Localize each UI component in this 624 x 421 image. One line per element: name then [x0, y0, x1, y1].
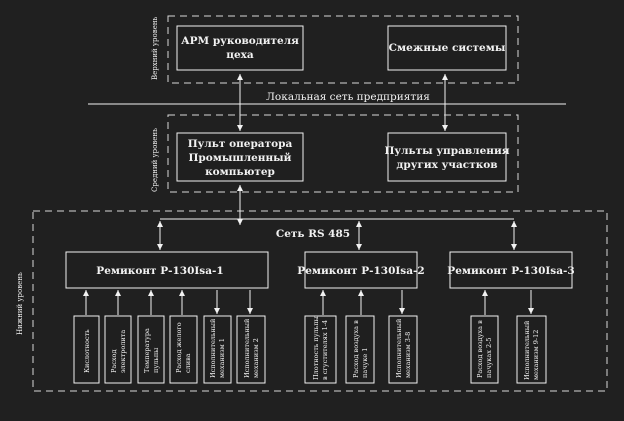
controller-box-2: [304, 251, 418, 289]
svg-text:Расход: Расход: [110, 350, 118, 373]
actuator-2: Исполнительный механизм 2: [236, 290, 266, 384]
svg-text:Плотность пульпы: Плотность пульпы: [312, 316, 320, 380]
arm-label-line2: цеха: [226, 49, 254, 61]
svg-text:Исполнительный: Исполнительный: [243, 319, 251, 378]
sensor-5: Плотность пульпы в сгустителях 1-4: [304, 290, 337, 384]
svg-text:Исполнительный: Исполнительный: [209, 319, 217, 378]
controller-box-3: [449, 251, 573, 289]
operator-label-line1: Пульт оператора: [188, 138, 293, 150]
middle-level-frame: [167, 114, 519, 193]
lan-label: Локальная сеть предприятия: [266, 91, 430, 103]
adjacent-systems-box: [387, 25, 507, 71]
svg-text:Исполнительный: Исполнительный: [395, 319, 403, 378]
sensor-1: Кислотность: [73, 290, 100, 384]
adjacent-systems-label: Смежные системы: [389, 42, 506, 54]
arm-box: [176, 25, 304, 71]
sensor-4: Расход желого слива: [169, 290, 198, 384]
svg-text:слива: слива: [184, 353, 192, 373]
svg-text:Расход желого: Расход желого: [175, 322, 183, 373]
controller-label-1: Ремиконт Р-130Isa-1: [96, 265, 223, 277]
actuator-1: Исполнительный механизм 1: [203, 290, 232, 384]
upper-level-label: Верхний уровень: [151, 17, 159, 81]
svg-text:пачуке 1: пачуке 1: [361, 348, 369, 378]
svg-text:пачуках 2-5: пачуках 2-5: [485, 338, 493, 378]
sensor-7: Расход воздуха в пачуках 2-5: [470, 290, 499, 384]
svg-text:Температура: Температура: [143, 328, 151, 373]
controller-label-3: Ремиконт Р-130Isa-3: [447, 265, 574, 277]
svg-text:Кислотность: Кислотность: [83, 329, 91, 373]
upper-level-frame: [167, 15, 519, 84]
rs485-label: Сеть RS 485: [276, 228, 350, 240]
svg-text:механизм 9-12: механизм 9-12: [532, 330, 540, 380]
svg-text:механизм 3-8: механизм 3-8: [404, 332, 412, 378]
svg-text:в сгустителях 1-4: в сгустителях 1-4: [321, 320, 329, 380]
svg-text:Расход воздуха в: Расход воздуха в: [476, 320, 484, 378]
other-panels-line2: других участков: [396, 159, 497, 171]
sensor-2: Расход электролита: [104, 290, 132, 384]
actuator-3: Исполнительный механизм 3-8: [388, 290, 418, 384]
sensor-6: Расход воздуха в пачуке 1: [345, 290, 375, 384]
svg-text:механизм 2: механизм 2: [252, 338, 260, 378]
arm-label-line1: АРМ руководителя: [181, 35, 299, 47]
svg-text:Расход воздуха в: Расход воздуха в: [352, 320, 360, 378]
svg-text:Исполнительный: Исполнительный: [523, 321, 531, 380]
middle-level-label: Средний уровень: [151, 128, 159, 192]
svg-text:пульпы: пульпы: [152, 348, 160, 373]
svg-text:механизм 1: механизм 1: [218, 338, 226, 378]
other-panels-line1: Пульты управления: [384, 145, 509, 157]
operator-label-line2: Промышленный: [189, 152, 292, 164]
lower-level-frame: [32, 210, 608, 392]
sensor-3: Температура пульпы: [137, 290, 165, 384]
controller-label-2: Ремиконт Р-130Isa-2: [297, 265, 424, 277]
operator-console-box: [176, 132, 304, 182]
operator-label-line3: компьютер: [205, 166, 275, 178]
svg-text:электролита: электролита: [119, 330, 127, 373]
lower-level-label: Нижний уровень: [16, 272, 24, 335]
actuator-4: Исполнительный механизм 9-12: [516, 290, 547, 384]
other-panels-box: [387, 132, 507, 182]
controller-box-1: [65, 251, 269, 289]
